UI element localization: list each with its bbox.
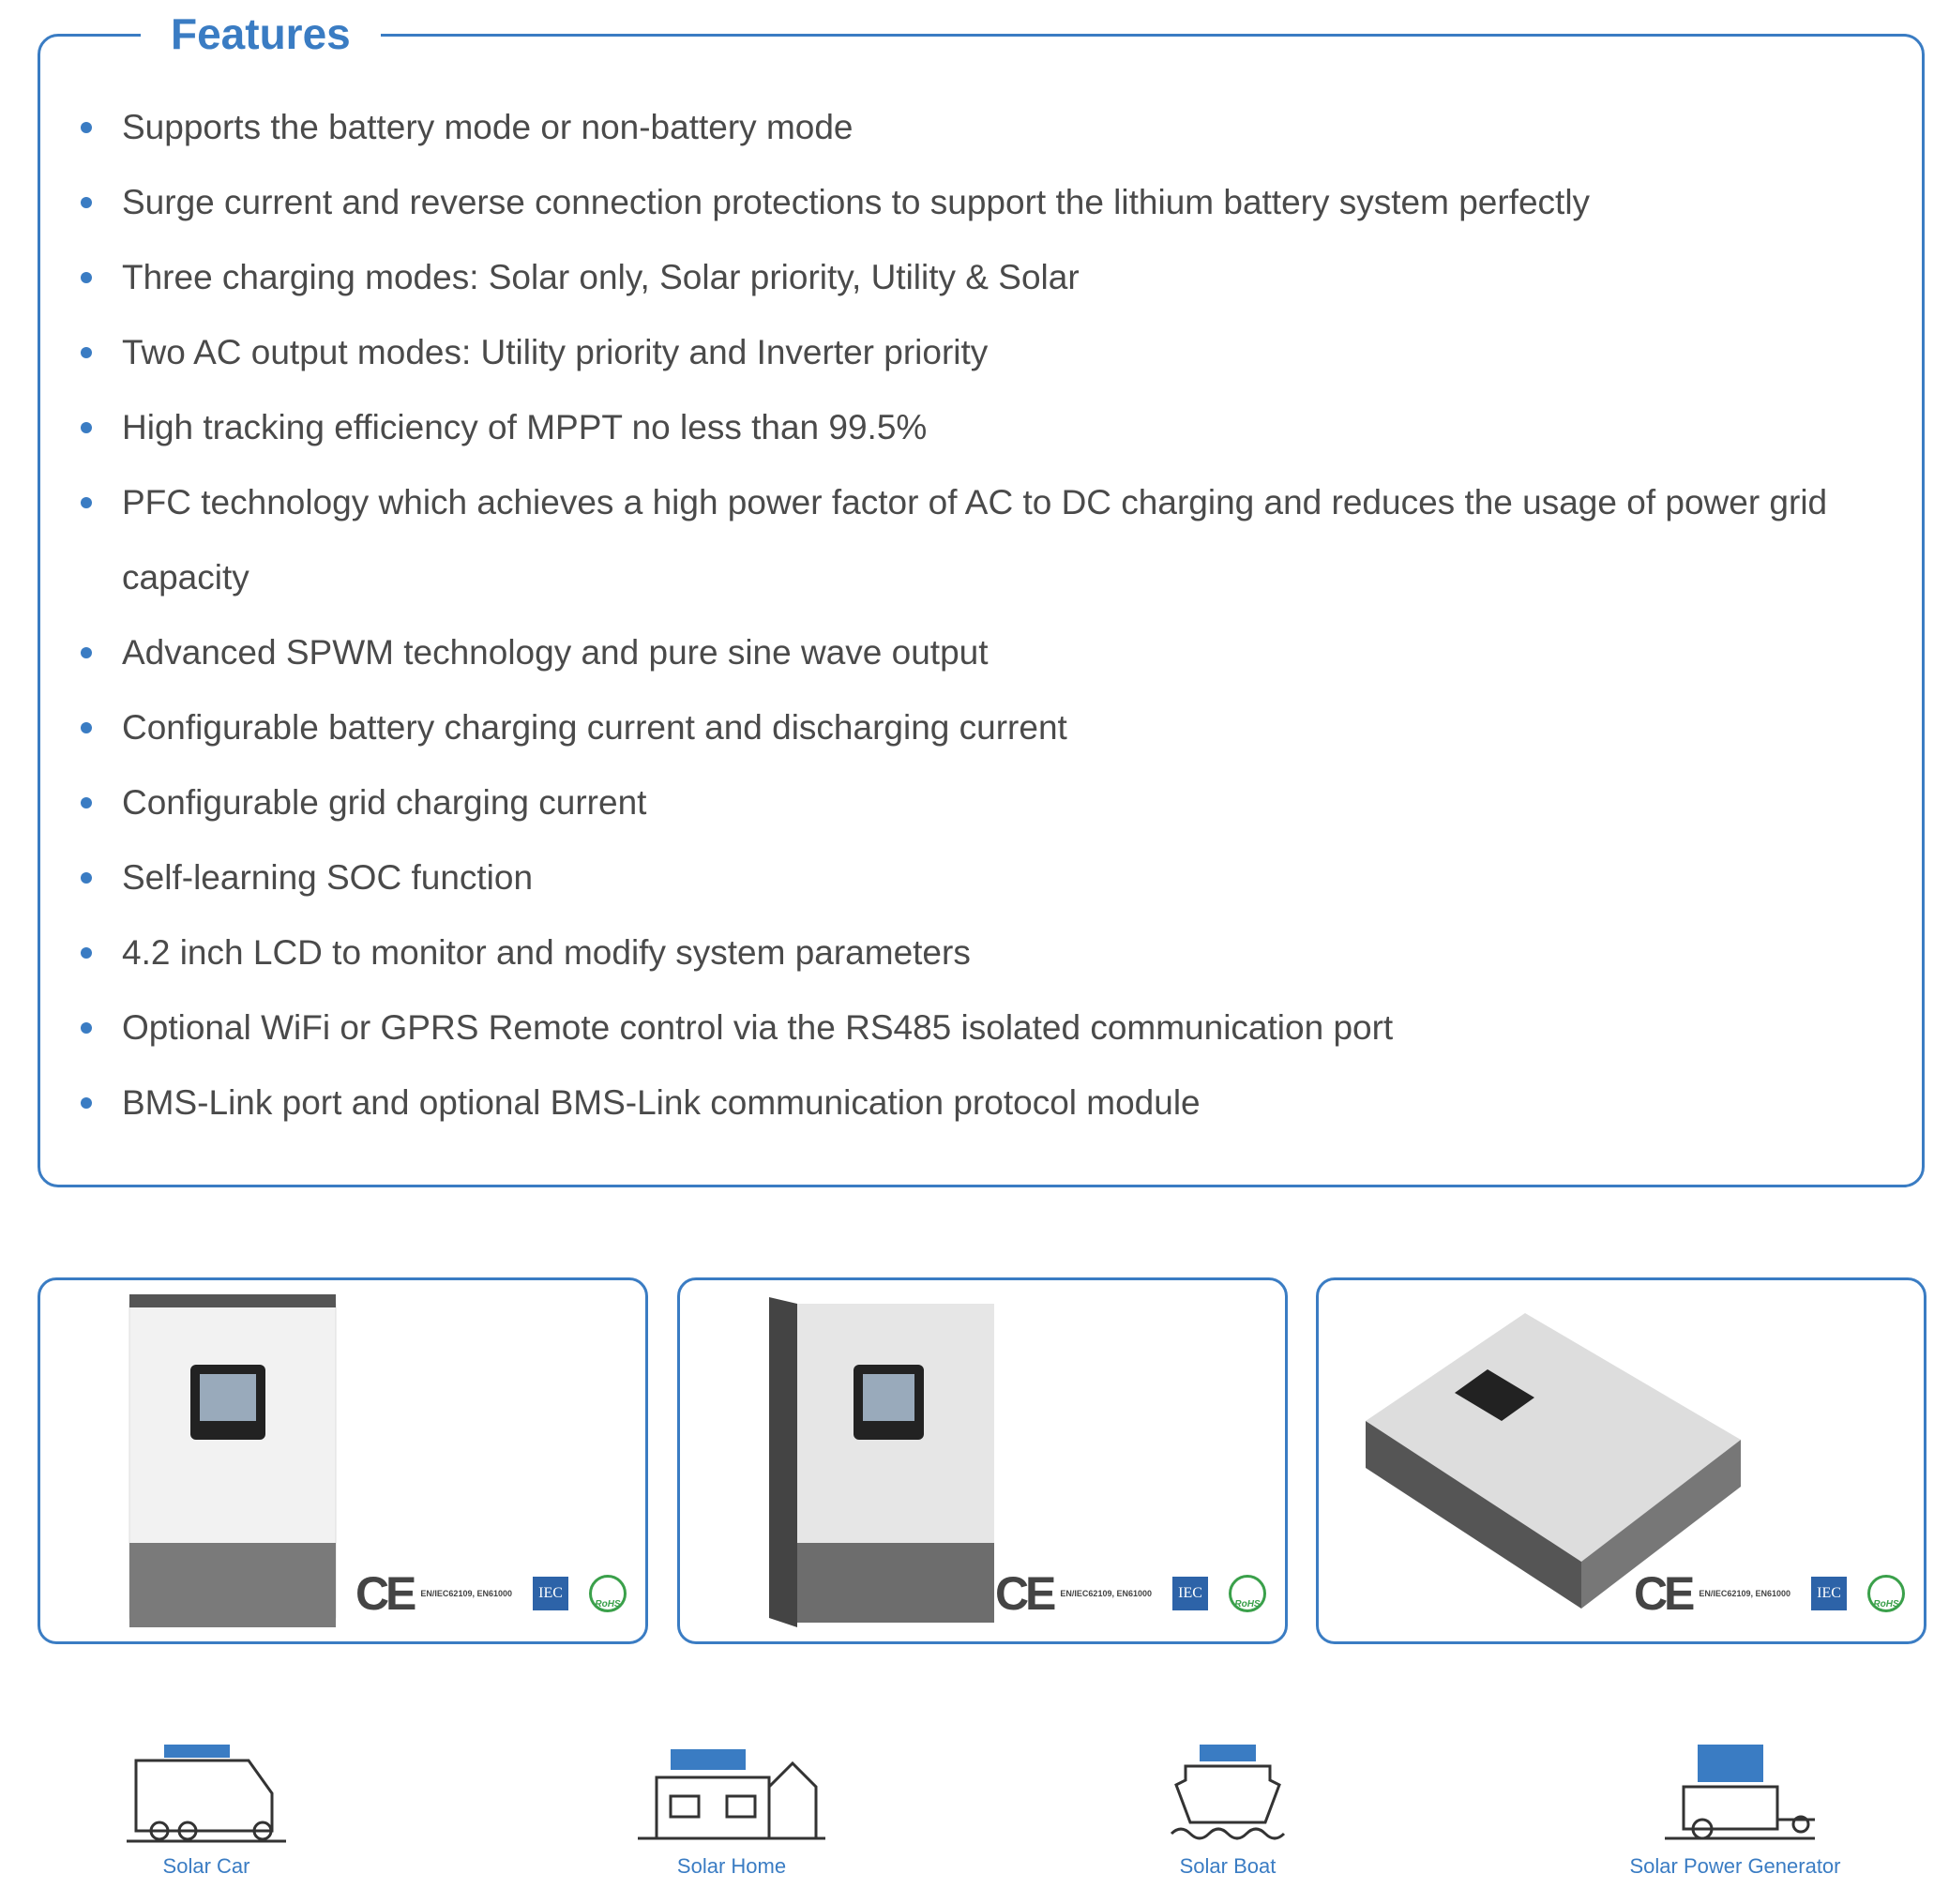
ce-mark: CE xyxy=(994,1567,1056,1620)
application-label: Solar Home xyxy=(676,1854,787,1878)
iec-logo: IEC xyxy=(1811,1577,1847,1610)
list-item: Optional WiFi or GPRS Remote control via… xyxy=(81,990,1863,1065)
solar-car-icon xyxy=(127,1745,286,1843)
list-item: Surge current and reverse connection pro… xyxy=(81,165,1863,240)
product-card-front: CE EN/IEC62109, EN61000 IEC RoHS xyxy=(38,1277,648,1644)
list-item: PFC technology which achieves a high pow… xyxy=(81,465,1863,615)
ce-mark: CE xyxy=(355,1567,416,1620)
iec-logo: IEC xyxy=(1172,1577,1208,1610)
iec-logo: IEC xyxy=(533,1577,568,1610)
product-card-flat: CE EN/IEC62109, EN61000 IEC RoHS xyxy=(1316,1277,1926,1644)
list-item: 4.2 inch LCD to monitor and modify syste… xyxy=(81,915,1863,990)
inverter-front-image xyxy=(128,1294,337,1627)
application-label: Solar Power Generator xyxy=(1629,1854,1841,1878)
list-item: Three charging modes: Solar only, Solar … xyxy=(81,240,1863,315)
features-panel xyxy=(38,34,1925,1187)
list-item: Supports the battery mode or non-battery… xyxy=(81,90,1863,165)
standards-text: EN/IEC62109, EN61000 xyxy=(1699,1588,1790,1598)
list-item: Configurable grid charging current xyxy=(81,765,1863,840)
product-card-angle: CE EN/IEC62109, EN61000 IEC RoHS xyxy=(677,1277,1288,1644)
standards-text: EN/IEC62109, EN61000 xyxy=(1060,1588,1152,1598)
list-item: High tracking efficiency of MPPT no less… xyxy=(81,390,1863,465)
standards-text: EN/IEC62109, EN61000 xyxy=(420,1588,512,1598)
rohs-logo: RoHS xyxy=(589,1575,627,1612)
rohs-logo: RoHS xyxy=(1229,1575,1266,1612)
application-label: Solar Car xyxy=(162,1854,250,1878)
certifications: CE EN/IEC62109, EN61000 IEC RoHS xyxy=(995,1566,1266,1621)
ce-mark: CE xyxy=(1633,1567,1695,1620)
solar-boat-icon xyxy=(1170,1745,1286,1840)
list-item: Self-learning SOC function xyxy=(81,840,1863,915)
inverter-flat-image xyxy=(1366,1313,1741,1609)
features-title: Features xyxy=(141,6,381,62)
application-solar-car: Solar Car xyxy=(84,1740,328,1879)
list-item: Advanced SPWM technology and pure sine w… xyxy=(81,615,1863,690)
solar-generator-icon xyxy=(1665,1745,1815,1840)
list-item: Configurable battery charging current an… xyxy=(81,690,1863,765)
list-item: Two AC output modes: Utility priority an… xyxy=(81,315,1863,390)
application-solar-home: Solar Home xyxy=(610,1740,854,1879)
list-item: BMS-Link port and optional BMS-Link comm… xyxy=(81,1065,1863,1141)
application-solar-boat: Solar Boat xyxy=(1106,1740,1350,1879)
certifications: CE EN/IEC62109, EN61000 IEC RoHS xyxy=(355,1566,627,1621)
application-solar-generator: Solar Power Generator xyxy=(1613,1740,1857,1879)
application-label: Solar Boat xyxy=(1179,1854,1277,1878)
features-list: Supports the battery mode or non-battery… xyxy=(81,90,1863,1141)
rohs-logo: RoHS xyxy=(1867,1575,1905,1612)
certifications: CE EN/IEC62109, EN61000 IEC RoHS xyxy=(1634,1566,1905,1621)
inverter-angle-image xyxy=(769,1297,994,1627)
solar-home-icon xyxy=(638,1749,825,1840)
